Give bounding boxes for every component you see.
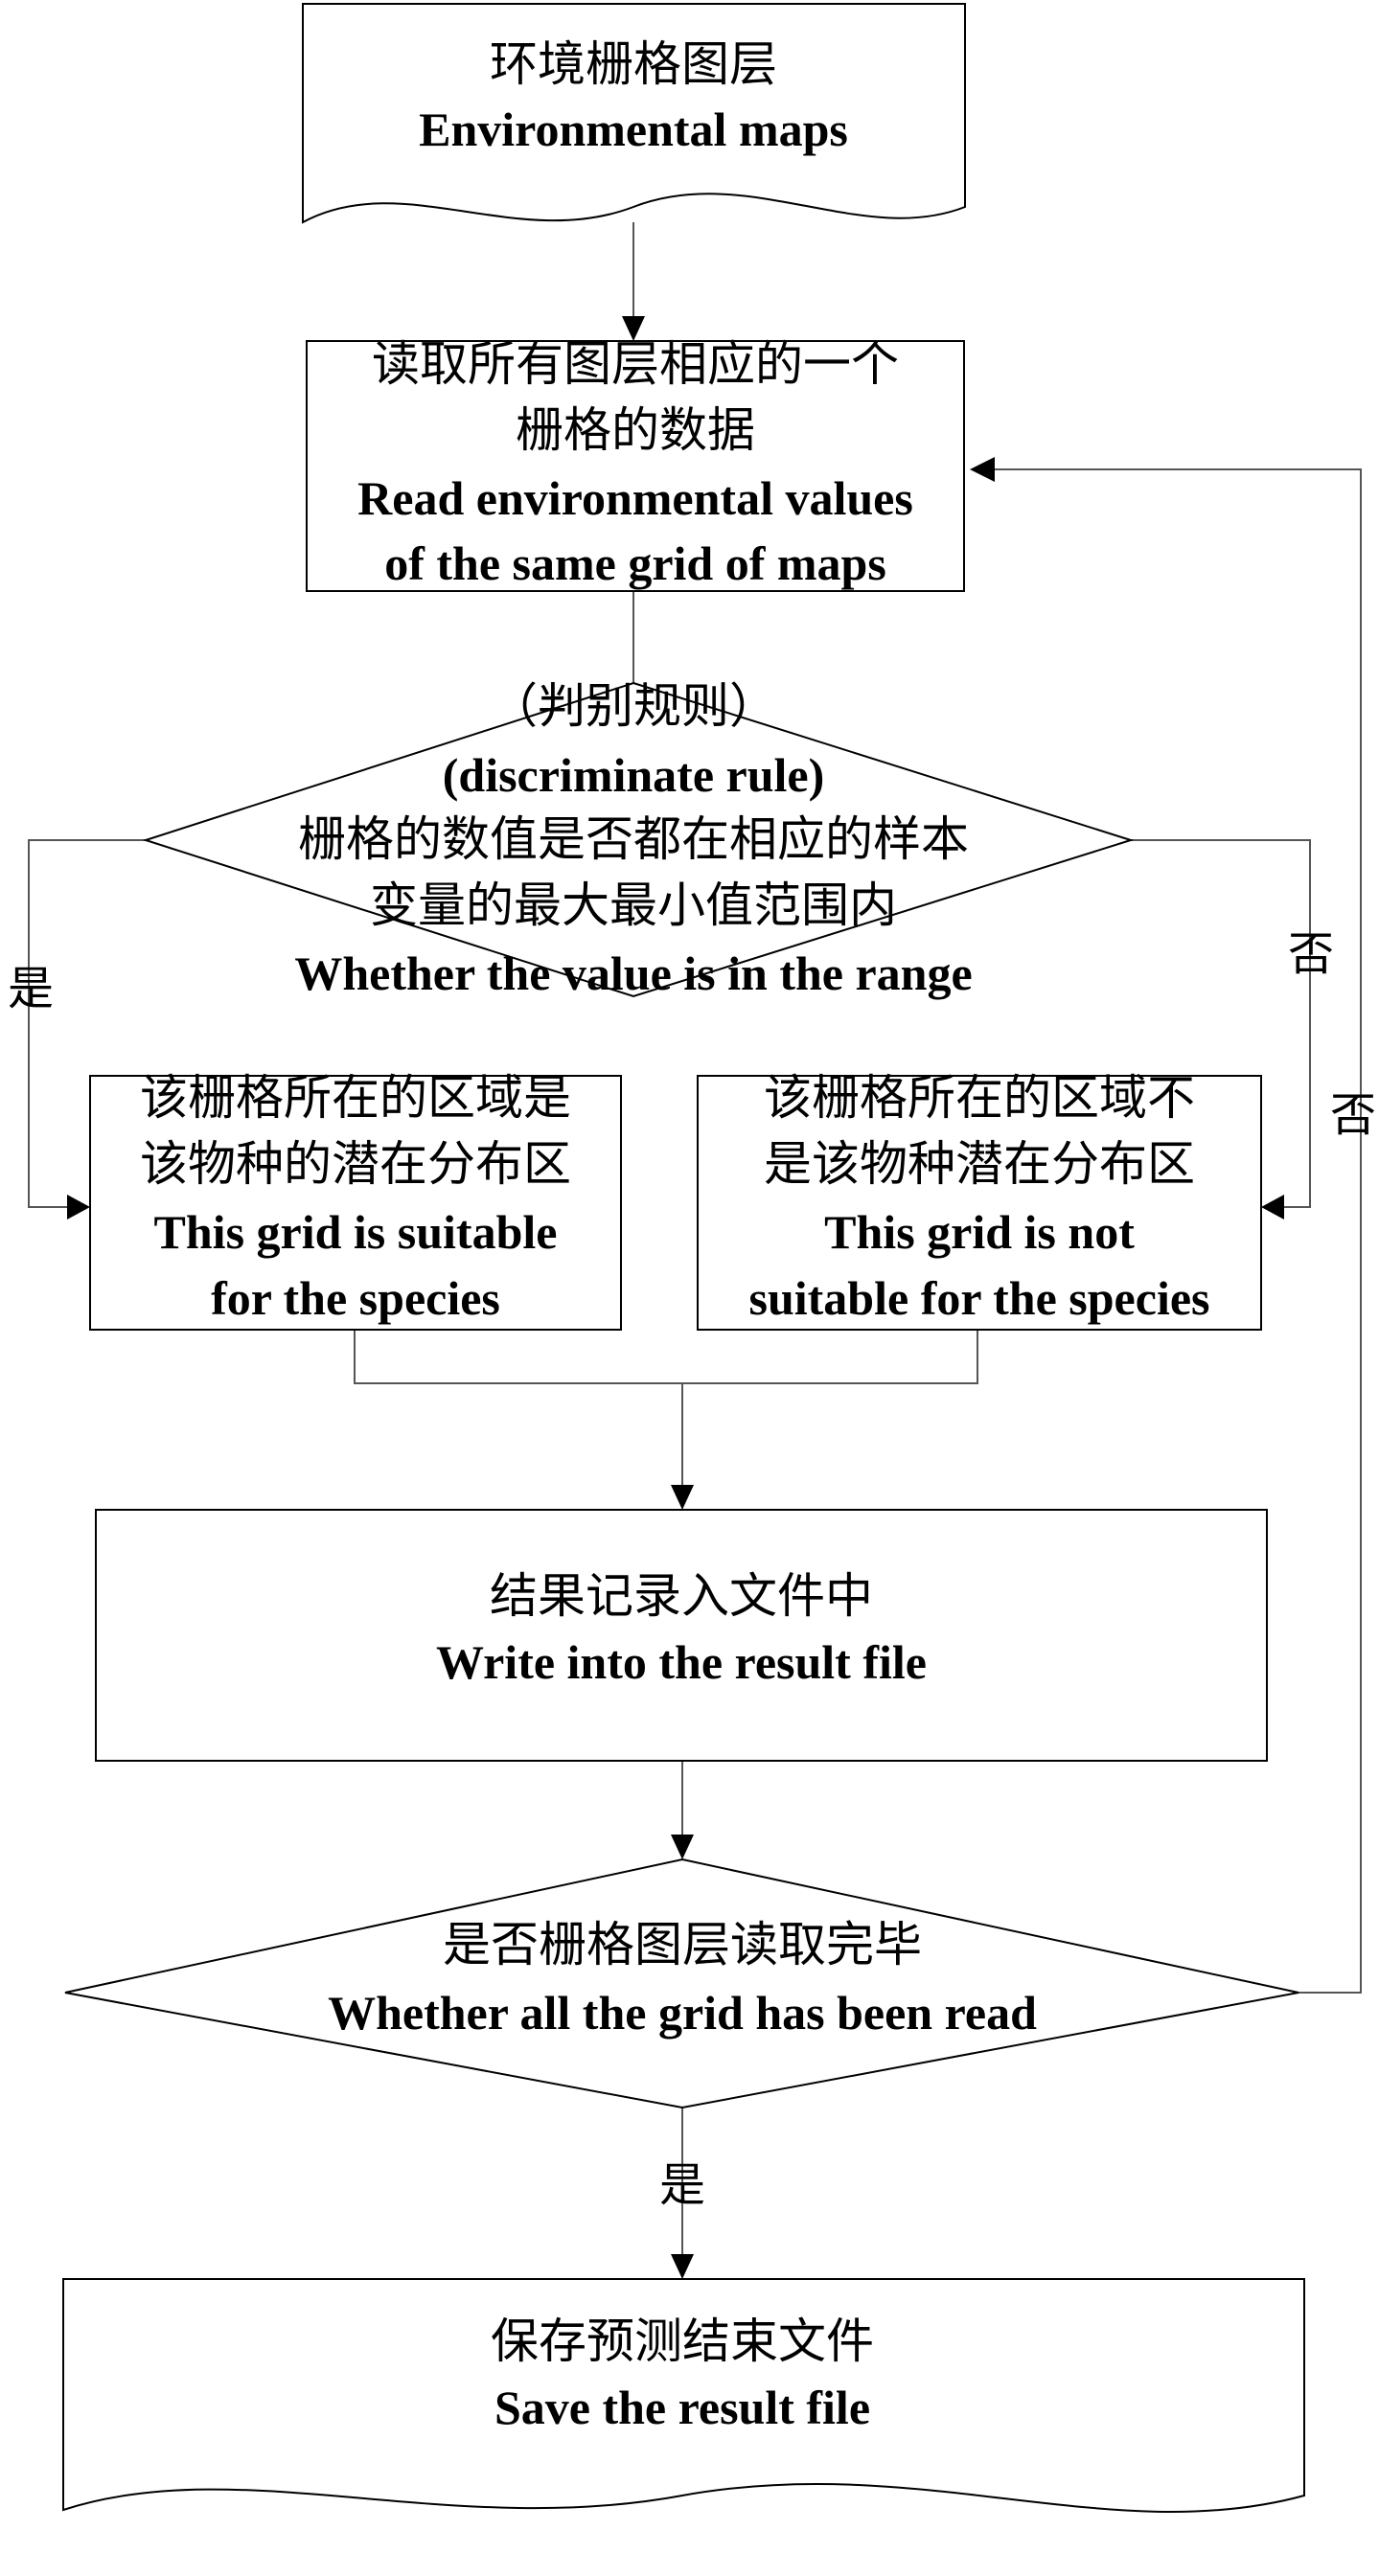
read-values-box bbox=[306, 340, 965, 592]
not-suitable-en-line2: suitable for the species bbox=[749, 1271, 1210, 1325]
not-suitable-en-line1: This grid is not bbox=[824, 1205, 1135, 1259]
write-en: Write into the result file bbox=[436, 1635, 927, 1689]
save-en: Save the result file bbox=[494, 2381, 870, 2434]
arrowhead-check bbox=[671, 1835, 694, 1859]
not-suitable-cn-line1: 该栅格所在的区域不 bbox=[764, 1071, 1195, 1125]
rule-cn-title: （判别规则） bbox=[490, 679, 777, 733]
arrowhead-suitable bbox=[67, 1195, 90, 1220]
rule-decision bbox=[142, 681, 1135, 998]
arrowhead-save bbox=[671, 2254, 694, 2279]
edge-label-no-loop: 否 bbox=[1330, 1090, 1376, 1141]
save-cn: 保存预测结束文件 bbox=[491, 2314, 874, 2368]
rule-en-question: Whether the value is in the range bbox=[294, 946, 972, 1000]
edge-label-no-right: 否 bbox=[1288, 929, 1334, 980]
read-values-en-line2: of the same grid of maps bbox=[384, 536, 886, 590]
env-maps-cn: 环境栅格图层 bbox=[490, 37, 777, 91]
rule-en-title: (discriminate rule) bbox=[443, 748, 825, 802]
arrowhead-read bbox=[622, 316, 645, 341]
all-read-decision bbox=[64, 1858, 1299, 2109]
connectors bbox=[28, 222, 1362, 2254]
edge-label-yes-bottom: 是 bbox=[659, 2160, 705, 2211]
all-read-cn: 是否栅格图层读取完毕 bbox=[443, 1918, 922, 1972]
all-read-en: Whether all the grid has been read bbox=[328, 1986, 1037, 2040]
read-values-cn-line2: 栅格的数据 bbox=[516, 403, 755, 457]
write-box bbox=[95, 1509, 1268, 1762]
not-suitable-cn-line2: 是该物种潜在分布区 bbox=[764, 1137, 1195, 1191]
rule-cn-line2: 变量的最大最小值范围内 bbox=[370, 878, 897, 932]
env-maps-document bbox=[302, 3, 966, 224]
suitable-en-line1: This grid is suitable bbox=[154, 1205, 558, 1259]
edge-merge bbox=[354, 1330, 978, 1384]
arrowheads bbox=[67, 316, 1284, 2279]
write-cn: 结果记录入文件中 bbox=[490, 1569, 873, 1623]
suitable-cn-line1: 该栅格所在的区域是 bbox=[140, 1071, 571, 1125]
env-maps-en: Environmental maps bbox=[419, 103, 848, 156]
suitable-cn-line2: 该物种的潜在分布区 bbox=[140, 1137, 571, 1191]
read-values-cn-line1: 读取所有图层相应的一个 bbox=[372, 337, 899, 391]
edge-label-yes-left: 是 bbox=[8, 964, 54, 1014]
arrowhead-write bbox=[671, 1485, 694, 1510]
rule-cn-line1: 栅格的数值是否都在相应的样本 bbox=[298, 812, 969, 866]
save-document bbox=[62, 2278, 1305, 2513]
read-values-en-line1: Read environmental values bbox=[357, 471, 913, 525]
arrowhead-not-suitable bbox=[1261, 1195, 1284, 1220]
not-suitable-box bbox=[697, 1075, 1262, 1331]
edge-loop-no bbox=[995, 468, 1362, 1994]
suitable-en-line2: for the species bbox=[211, 1271, 500, 1325]
suitable-box bbox=[89, 1075, 622, 1331]
edge-rule-no bbox=[1131, 839, 1311, 1208]
arrowhead-loop bbox=[970, 457, 995, 482]
edge-rule-yes bbox=[28, 839, 146, 1208]
